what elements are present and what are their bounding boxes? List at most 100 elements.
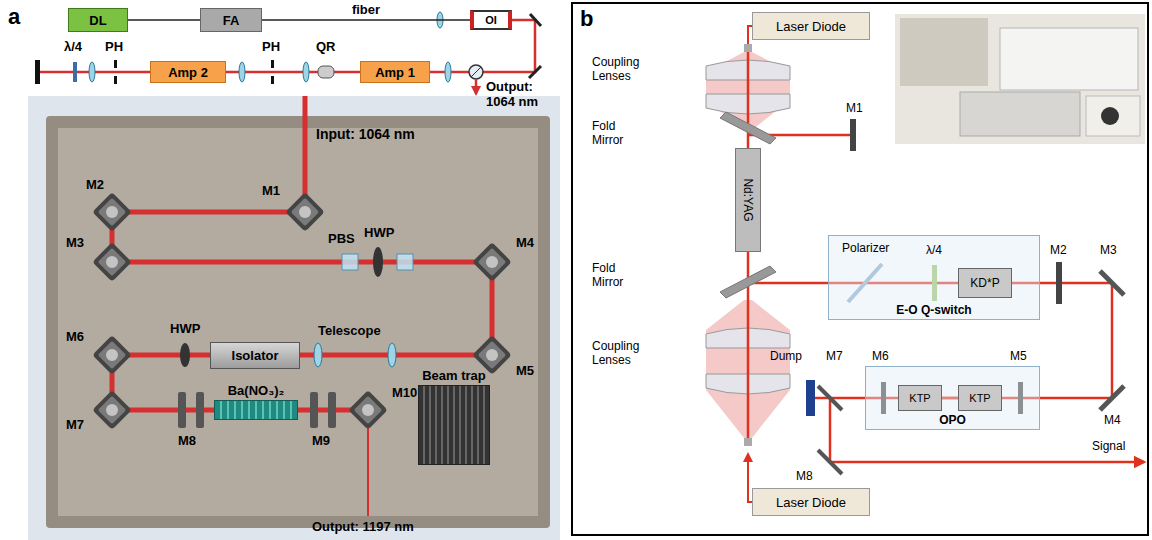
node-text: Nd:YAG	[741, 178, 755, 221]
part-label: Coupling Lenses	[592, 340, 654, 368]
art-line	[1100, 271, 1124, 295]
part-label: M6	[872, 350, 889, 364]
crystal-box: KTP	[958, 385, 1002, 411]
art-rect	[850, 119, 856, 151]
beam-connector	[128, 19, 200, 21]
opo-group: OPOKTPKTP	[865, 366, 1040, 430]
part-label: Input: 1064 nm	[316, 126, 415, 142]
art-ellipse	[388, 343, 396, 367]
art-rect	[1056, 262, 1062, 304]
art-line	[1100, 386, 1124, 410]
art-rect	[114, 60, 117, 68]
art-ellipse	[314, 343, 322, 367]
art-use	[92, 335, 132, 375]
art-rect	[342, 254, 358, 270]
part-label: Polarizer	[842, 242, 889, 256]
part-label: M5	[1010, 350, 1027, 364]
part-label: M8	[178, 434, 196, 449]
node-text: E-O Q-switch	[896, 303, 971, 317]
crystal-box: KD*P	[958, 268, 1012, 298]
art-rect	[73, 62, 77, 82]
art-ellipse	[373, 247, 383, 277]
node-text: KD*P	[970, 276, 999, 290]
part-label: Fold Mirror	[592, 262, 640, 290]
art-use	[285, 192, 325, 232]
amplifier-box: FA	[200, 8, 262, 32]
part-label: M7	[826, 350, 843, 364]
art-rect	[328, 392, 336, 428]
gain-rod: Nd:YAG	[735, 148, 761, 252]
art-line	[818, 450, 842, 474]
part-label: Output: 1064 nm	[486, 80, 550, 110]
part-label: λ/4	[926, 244, 942, 258]
part-label: M10	[392, 386, 417, 401]
part-label: M1	[262, 184, 280, 199]
node-text: Amp 2	[168, 65, 208, 80]
node-text: DL	[89, 13, 106, 28]
art-ellipse	[303, 62, 309, 82]
part-label: M4	[1104, 414, 1121, 428]
part-label: Signal	[1092, 440, 1125, 454]
art-rect	[1000, 28, 1138, 90]
beam-connector	[262, 19, 470, 21]
part-label: M8	[796, 470, 813, 484]
part-label: Fold Mirror	[592, 120, 640, 148]
raman-crystal: Ba(NO₃)₂	[214, 400, 298, 420]
art-circle	[1101, 107, 1119, 125]
art-rect	[318, 66, 334, 78]
art-rect	[960, 92, 1080, 136]
art-line	[475, 79, 478, 94]
isolator-box: OI	[470, 10, 512, 30]
node-text: Laser Diode	[776, 19, 846, 34]
part-label: Dump	[770, 350, 802, 364]
part-label: M1	[846, 102, 863, 116]
part-label: b	[580, 6, 593, 31]
art-rect	[744, 44, 752, 52]
art-line	[747, 283, 750, 438]
art-line	[818, 386, 842, 410]
part-label: Coupling Lenses	[592, 56, 654, 84]
art-ellipse	[239, 62, 245, 82]
node-text: Isolator	[232, 348, 279, 363]
beam-trap: Beam trap	[418, 385, 490, 465]
laser-diode-box: Laser Diode	[752, 12, 870, 40]
art-ellipse	[180, 343, 190, 367]
laser-diode-box: Laser Diode	[752, 488, 870, 516]
art-polyline	[112, 96, 492, 410]
part-label: M7	[66, 418, 84, 433]
art-rect	[271, 76, 274, 84]
art-rect	[397, 254, 413, 270]
edge-label: fiber	[350, 2, 382, 17]
art-circle	[469, 65, 483, 79]
part-label: M4	[516, 236, 534, 251]
art-use	[92, 390, 132, 430]
art-rect	[895, 14, 1145, 144]
art-polygon	[720, 112, 776, 144]
laser-source-box: DL	[68, 8, 128, 32]
node-text: Ba(NO₃)₂	[228, 383, 285, 398]
part-label: PH	[262, 40, 280, 55]
art-rect	[114, 76, 117, 84]
art-polygon	[720, 266, 776, 298]
art-use	[472, 242, 512, 282]
node-text: Laser Diode	[776, 495, 846, 510]
part-label: PH	[105, 40, 123, 55]
art-rect	[310, 392, 318, 428]
art-rect	[58, 128, 538, 516]
art-rect	[35, 60, 40, 84]
node-text: Beam trap	[422, 368, 486, 383]
part-label: M6	[66, 330, 84, 345]
art-line	[530, 14, 541, 26]
art-ellipse	[445, 62, 451, 82]
part-label: PBS	[328, 232, 355, 247]
art-line	[471, 67, 481, 77]
art-ellipse	[89, 62, 95, 82]
art-rect	[806, 380, 815, 416]
part-label: HWP	[364, 226, 394, 241]
amplifier-box: Amp 2	[150, 61, 226, 83]
art-use	[92, 242, 132, 282]
art-use	[92, 192, 132, 232]
node-text: Amp 1	[375, 65, 415, 80]
